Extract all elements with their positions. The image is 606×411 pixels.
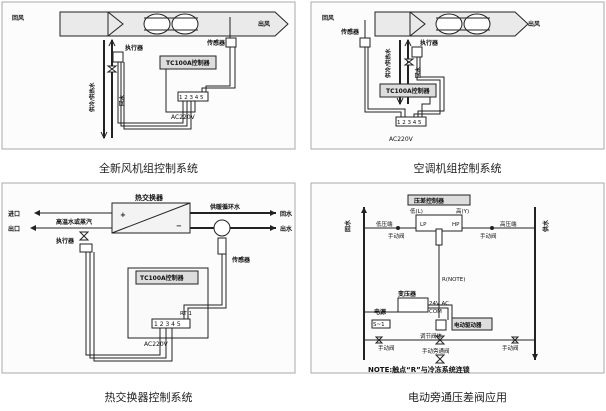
p4-volt-label: 24V AC [429,301,449,307]
p4-lp-label: LP [420,222,427,228]
p4-supply-water-label: 供水 [542,219,550,233]
terminal-block [395,116,427,127]
p1-outlet-label: 出风 [258,20,270,28]
p4-com-label: COM [429,309,442,315]
p1-controller-label: TC100A控制器 [166,59,211,67]
p1-power-label: AC220V [171,114,196,121]
p2-controller-label: TC100A控制器 [386,87,431,95]
p3-actuator-label: 执行器 [56,237,75,245]
terminal-block [151,318,191,329]
p4-transformer-label: 变压器 [398,290,417,298]
coil-left [143,13,171,35]
p3-inlet-label: 进口 [8,210,20,218]
regulating-valve-symbol [434,335,446,345]
p4-return-water-label: 回水 [344,219,352,232]
svg-text:−: − [176,222,182,230]
p4-low-end-label: 低压端 [376,220,393,228]
p3-terminal-label: 1 2 3 4 5 [154,321,181,328]
p3-power-label: AC220V [144,341,169,348]
p2-actuator-label: 执行器 [420,39,439,47]
pump-icon [213,219,231,237]
p4-pd-controller-label: 压差控制器 [414,197,445,205]
p4-bypass-valve-label: 手动旁通阀 [422,347,450,355]
duct-filter [107,11,124,37]
p2-sensor-label: 传感器 [340,28,360,36]
coil-left [435,13,463,35]
small-box [371,319,391,329]
panel-2-caption: 空调机组控制系统 [413,162,502,175]
p2-inlet-label: 回风 [322,14,334,22]
p3-return-water-label: 回水 [280,210,293,218]
p4-regulating-valve-label: 调节阀体 [420,332,443,340]
p2-power-label: AC220V [389,136,414,143]
panel-4-diagram [361,194,538,364]
p2-supply-water-label: 供冷/供热水 [384,48,392,79]
p4-high-side-label: 高(Y) [456,207,469,215]
sensor-box [359,37,371,48]
valve-symbol [78,231,90,241]
p1-terminal-label: 1 2 3 4 5 [179,95,204,101]
p4-electric-actuator-label: 电动驱动器 [454,321,482,329]
p4-manual-valve-bottom-left-label: 手动阀 [378,344,395,352]
actuator-box [79,243,93,253]
panel-4-caption: 电动旁通压差阀应用 [408,391,507,404]
panel-2-diagram [359,11,529,127]
p4-small-box-label: S~1 [373,322,385,328]
electric-actuator-box [451,317,493,331]
transformer-box [397,297,429,313]
sensor-box [217,237,227,255]
actuator-box [411,46,423,58]
coil-right [171,13,199,35]
p1-supply-water-label: 供冷/供热水 [88,82,96,113]
panel-1-diagram [59,11,289,140]
bypass-valve-symbol [434,354,446,364]
p1-inlet-label: 回风 [12,14,24,22]
pd-controller-box [407,194,471,206]
p3-circulation-label: 供暖循环水 [209,203,241,211]
p4-note-label: NOTE:触点“R”与冷冻系统连锁 [368,365,470,374]
controller-box [159,55,217,70]
valve-symbol [403,58,415,66]
svg-text:+: + [120,211,126,219]
p1-actuator-label: 执行器 [125,44,144,52]
p4-power-label: 电源 [374,308,386,316]
controller-box [379,83,437,98]
controller-box [135,270,199,285]
p4-high-end-label: 高压端 [500,220,517,228]
p3-heat-exchanger-label: 热交换器 [135,193,164,202]
p1-sensor-label: 传感器 [206,39,226,47]
p4-manual-valve-bottom-right-label: 手动阀 [502,344,519,352]
p4-hp-label: HP [452,222,460,228]
p4-manual-valve-left-label: 手动阀 [388,232,405,240]
actuator-box [112,51,124,63]
terminal-block [177,91,209,102]
p3-outlet-water-label: 出水 [280,225,293,233]
p4-low-side-label: 低(L) [410,207,423,215]
duct-filter [409,11,426,37]
panel-3-caption: 热交换器控制系统 [104,391,193,404]
panel-1-caption: 全新风机组控制系统 [99,162,198,175]
p2-outlet-label: 出风 [528,20,540,28]
p1-return-water-label: 回水 [118,94,126,106]
coil-right [463,13,491,35]
p2-terminal-label: 1 2 3 4 5 [397,120,422,126]
p3-rt-label: RT 1 [180,311,192,317]
p3-outlet-label: 出口 [8,225,20,233]
p4-relay-label: R(NOTE) [442,277,465,283]
p4-manual-valve-right-label: 手动阀 [480,232,497,240]
p3-controller-label: TC100A控制器 [140,274,185,282]
p2-return-water-label: 回水 [414,66,422,78]
valve-symbol [106,65,118,73]
p3-sensor-label: 传感器 [231,256,251,264]
p3-hot-medium-label: 高温水或蒸汽 [56,218,92,226]
panel-3-diagram: + − [30,202,276,362]
sensor-box [225,37,237,48]
